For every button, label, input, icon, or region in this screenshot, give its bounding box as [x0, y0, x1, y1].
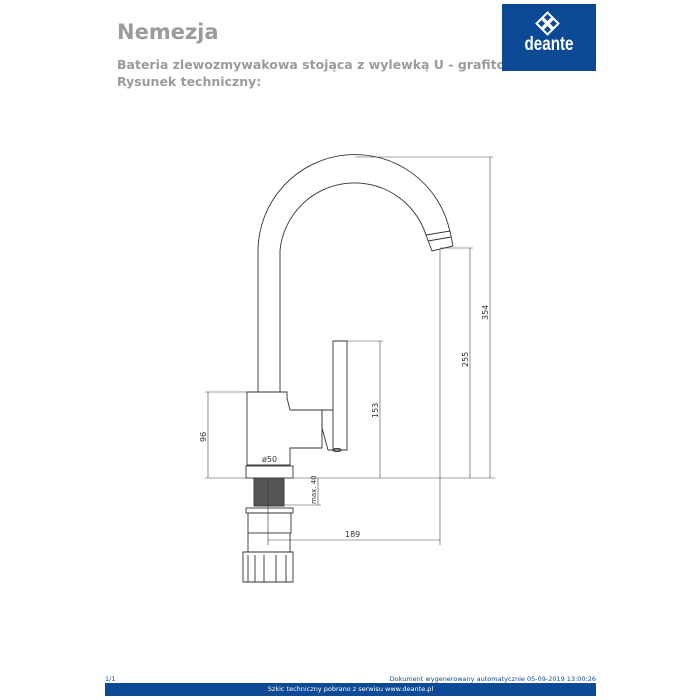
- product-description: Bateria zlewozmywakowa stojąca z wylewką…: [117, 57, 526, 72]
- source-banner: Szkic techniczny pobrano z serwisu www.d…: [105, 683, 596, 696]
- deante-logo: deante: [502, 4, 596, 71]
- dim-max-thickness: max. 40: [310, 475, 318, 504]
- dim-total-height: 354: [481, 305, 490, 320]
- generated-note: Dokument wygenerowany automatycznie 05-0…: [389, 675, 596, 683]
- dim-reach: 189: [345, 530, 360, 539]
- logo-wordmark: deante: [524, 34, 574, 55]
- dim-handle-height: 153: [371, 403, 380, 418]
- dim-body-height: 96: [199, 432, 208, 442]
- product-title: Nemezja: [117, 20, 219, 44]
- faucet-outline: [242, 154, 454, 583]
- dim-diameter: ø50: [262, 455, 277, 464]
- dimension-lines: [205, 156, 495, 545]
- page-number: 1/1: [105, 675, 116, 683]
- dim-spout-height: 255: [461, 352, 470, 367]
- logo-emblem-icon: [535, 11, 560, 36]
- section-heading: Rysunek techniczny:: [117, 74, 262, 89]
